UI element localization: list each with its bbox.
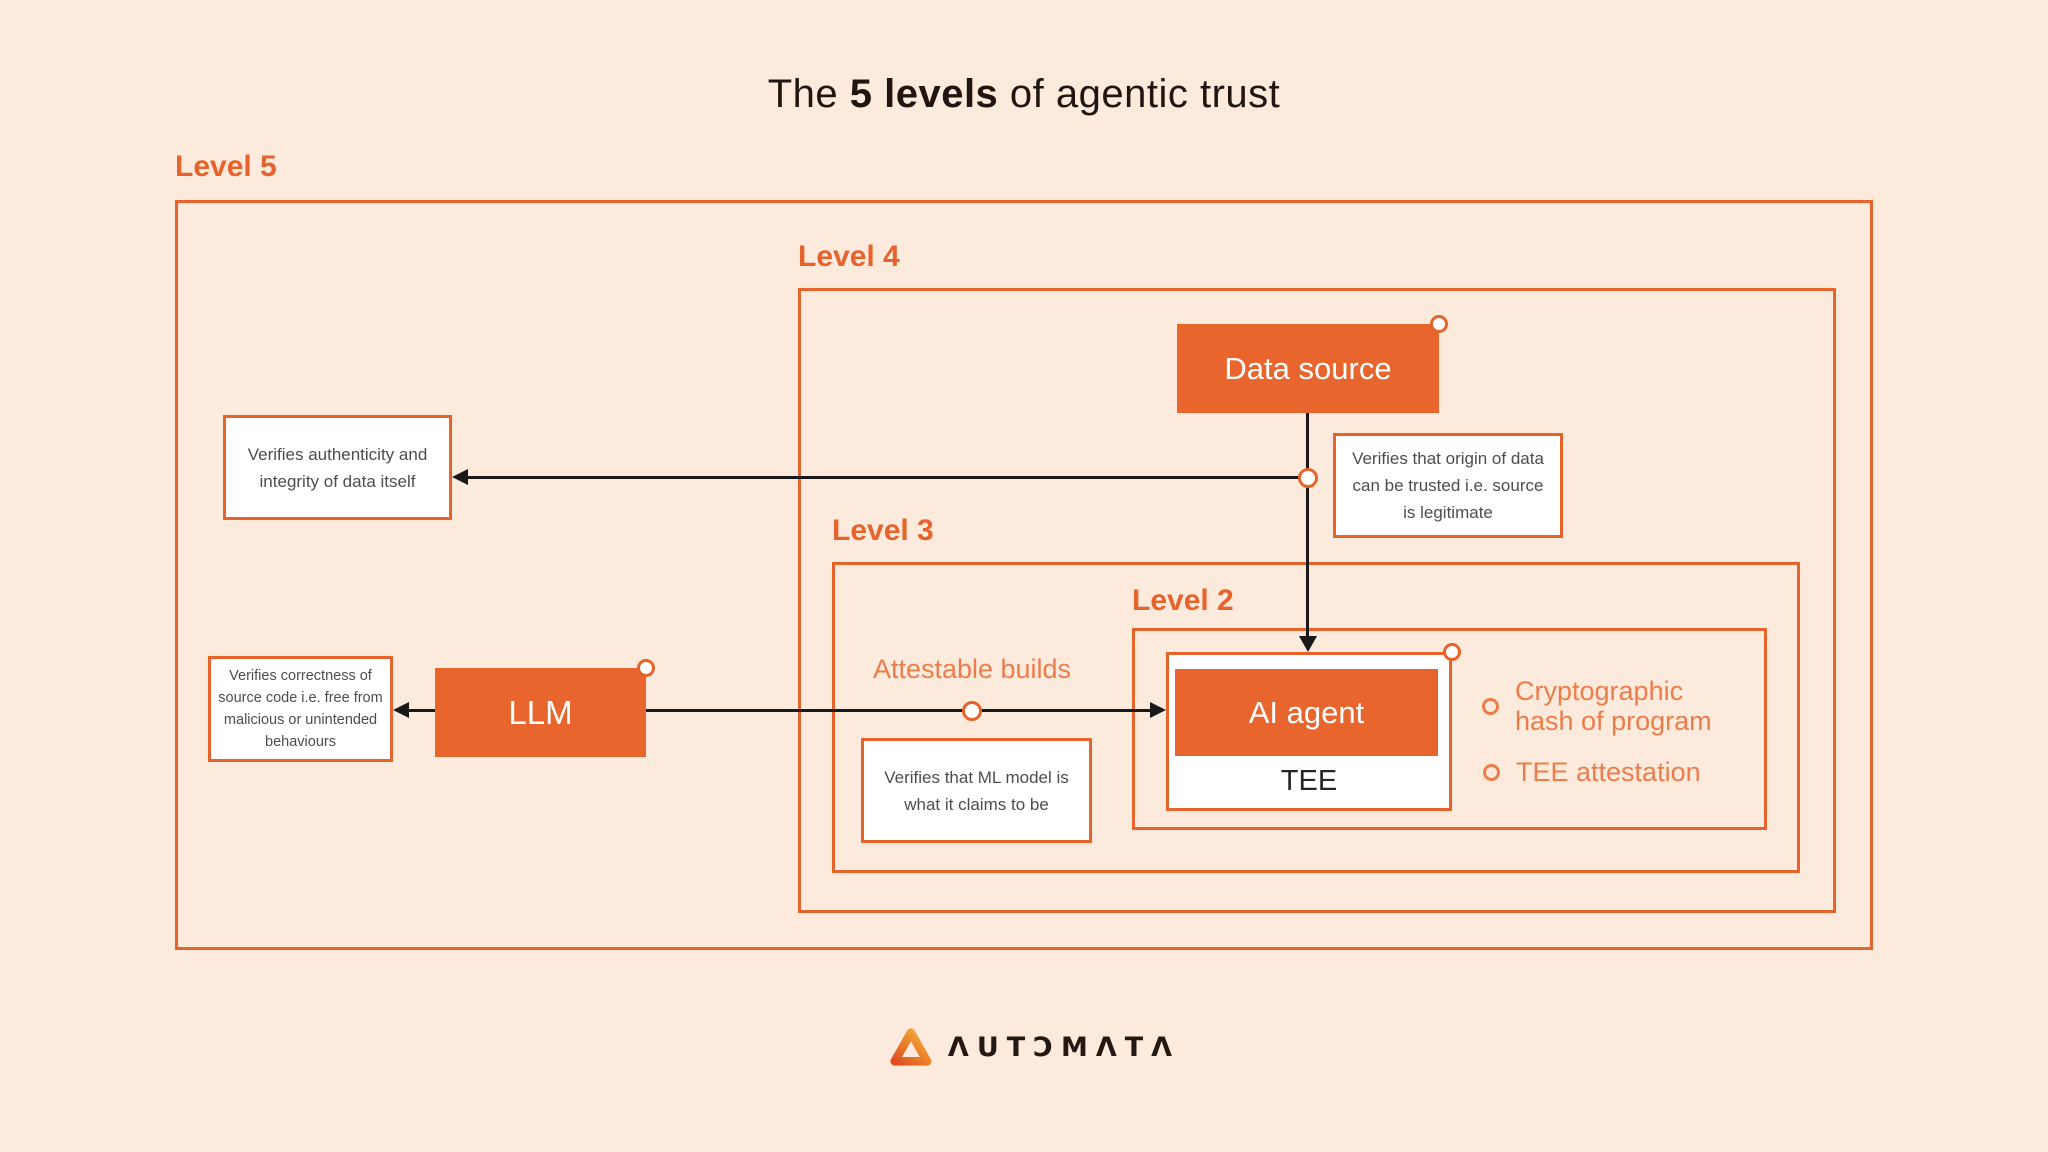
bullet-label: TEE attestation xyxy=(1516,757,1701,787)
note-line: malicious or unintended xyxy=(223,712,378,728)
note-source-code: Verifies correctness of source code i.e.… xyxy=(208,656,393,762)
data-source-label: Data source xyxy=(1224,350,1392,386)
junction-circle-icon xyxy=(962,701,982,721)
note-line: is legitimate xyxy=(1403,503,1493,522)
page-title-suffix: of agentic trust xyxy=(998,72,1281,116)
level-4-label: Level 4 xyxy=(798,240,900,273)
data-source-node: Data source xyxy=(1177,324,1439,413)
arrowhead-left-icon xyxy=(393,702,409,718)
page-title: The 5 levels of agentic trust xyxy=(0,72,2048,117)
ai-agent-label: AI agent xyxy=(1248,694,1365,730)
arrowhead-right-icon xyxy=(1150,702,1166,718)
note-line: Verifies that ML model is xyxy=(884,767,1069,787)
junction-circle-icon xyxy=(1298,468,1318,488)
note-line: source code i.e. free from xyxy=(218,690,383,706)
note-line: Verifies authenticity and xyxy=(247,444,428,464)
corner-circle-icon xyxy=(1430,315,1448,333)
note-ml-model: Verifies that ML model is what it claims… xyxy=(861,738,1092,843)
level-2-box xyxy=(1132,628,1767,830)
bullet-crypto-hash: Cryptographic hash of program xyxy=(1482,676,1733,736)
attestable-builds-label: Attestable builds xyxy=(872,654,1072,684)
llm-node: LLM xyxy=(435,668,646,757)
ai-agent-node: AI agent xyxy=(1175,669,1438,756)
note-data-origin: Verifies that origin of data can be trus… xyxy=(1333,433,1563,538)
automata-wordmark: ΛUTƆMΛTΛ xyxy=(947,1031,1181,1063)
page-title-prefix: The xyxy=(767,72,850,116)
llm-label: LLM xyxy=(508,693,573,731)
bullet-circle-icon xyxy=(1483,763,1500,781)
automata-logo: ΛUTƆMΛTΛ xyxy=(888,1026,1180,1068)
note-line: Verifies correctness of xyxy=(229,668,372,684)
note-line: can be trusted i.e. source xyxy=(1352,476,1544,495)
arrowhead-left-icon xyxy=(452,469,468,485)
corner-circle-icon xyxy=(637,659,655,677)
note-line: integrity of data itself xyxy=(259,471,416,491)
edge-llm-to-ai-agent xyxy=(646,709,1152,712)
note-line: behaviours xyxy=(265,734,336,750)
level-5-label: Level 5 xyxy=(175,150,277,183)
bullet-tee-attestation: TEE attestation xyxy=(1483,757,1701,787)
bullet-circle-icon xyxy=(1482,697,1499,715)
level-3-label: Level 3 xyxy=(832,514,934,547)
automata-logo-icon xyxy=(890,1028,932,1066)
arrowhead-down-icon xyxy=(1299,636,1317,652)
level-5-box xyxy=(175,200,1873,950)
level-4-box xyxy=(798,288,1836,913)
page-title-bold: 5 levels xyxy=(849,72,999,116)
level-2-label: Level 2 xyxy=(1132,584,1234,617)
edge-llm-to-source-code-note xyxy=(409,709,435,712)
edge-data-source-to-ai-agent xyxy=(1306,413,1309,640)
note-line: Verifies that origin of data xyxy=(1352,449,1544,468)
edge-to-data-integrity-note xyxy=(466,476,1308,479)
level-3-box xyxy=(832,562,1800,873)
corner-circle-icon xyxy=(1443,643,1461,661)
note-line: what it claims to be xyxy=(904,794,1049,814)
tee-label: TEE xyxy=(1280,765,1338,797)
note-data-integrity: Verifies authenticity and integrity of d… xyxy=(223,415,452,520)
bullet-label: Cryptographic hash of program xyxy=(1515,676,1712,736)
